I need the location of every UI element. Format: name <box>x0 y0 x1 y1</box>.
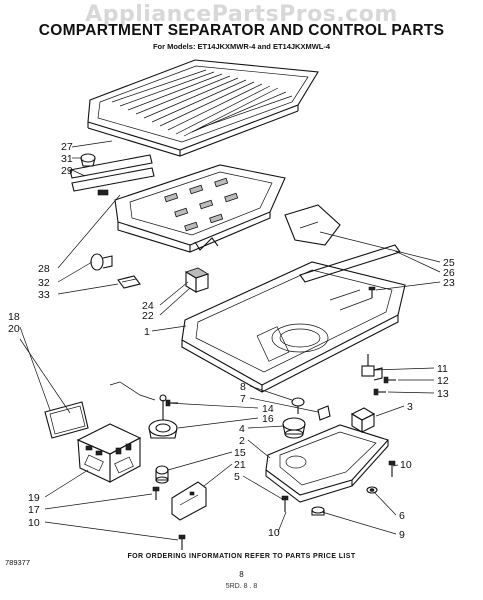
block-24 <box>185 267 209 293</box>
screw-5 <box>281 495 289 512</box>
callout-5: 5 <box>234 471 240 483</box>
strip-26 <box>299 244 401 283</box>
foot-9 <box>311 506 325 516</box>
callout-31: 31 <box>61 153 73 165</box>
callout-10-right: 10 <box>400 459 412 471</box>
screw-13 <box>373 388 386 396</box>
diagram-subtitle: For Models: ET14JKXMWR-4 and ET14JKXMWL-… <box>152 42 331 51</box>
callout-20: 20 <box>8 323 20 335</box>
callout-4: 4 <box>239 423 245 435</box>
knob-31 <box>80 153 96 167</box>
light-socket-8 <box>291 397 305 414</box>
callout-26: 26 <box>443 267 455 279</box>
knob-33 <box>117 275 141 289</box>
callout-19: 19 <box>28 492 40 504</box>
callout-22: 22 <box>142 310 154 322</box>
callout-29: 29 <box>61 165 73 177</box>
callout-1: 1 <box>144 326 150 338</box>
control-box-19 <box>76 423 142 483</box>
grommet-6 <box>366 486 378 494</box>
callout-25: 25 <box>443 257 455 269</box>
callout-27: 27 <box>61 141 73 153</box>
evaporator-cover <box>114 164 286 253</box>
knob-4 <box>282 417 306 439</box>
callout-21: 21 <box>234 459 246 471</box>
capillary-tube <box>109 381 156 401</box>
page-number: 8 <box>239 570 244 579</box>
switch-3 <box>350 407 376 433</box>
callout-32: 32 <box>38 277 50 289</box>
page-code: 5RD. 8 . 8 <box>225 583 258 590</box>
callout-2: 2 <box>239 435 245 447</box>
watermark: AppliancePartsPros.com <box>85 2 398 27</box>
control-32 <box>90 253 113 271</box>
ordering-note: FOR ORDERING INFORMATION REFER TO PARTS … <box>127 553 356 560</box>
callout-7: 7 <box>240 393 246 405</box>
callout-12: 12 <box>437 375 449 387</box>
thermostat-16 <box>148 394 178 439</box>
gasket-20 <box>44 401 89 439</box>
callout-16: 16 <box>262 413 274 425</box>
callout-10-left: 10 <box>28 517 40 529</box>
screw-10-left <box>178 534 186 550</box>
callout-15: 15 <box>234 447 246 459</box>
callout-24: 24 <box>142 300 154 312</box>
diagram-title: COMPARTMENT SEPARATOR AND CONTROL PARTS <box>38 22 445 39</box>
compartment-separator <box>181 261 406 393</box>
bracket-21 <box>171 481 207 521</box>
screw-12 <box>383 376 396 384</box>
callout-14: 14 <box>262 403 274 415</box>
clip-7 <box>317 405 331 421</box>
callout-11: 11 <box>437 363 448 375</box>
thermostat-11 <box>361 354 383 381</box>
callout-18: 18 <box>8 311 20 323</box>
callouts: 27 31 29 28 32 33 24 22 1 18 20 19 17 10… <box>8 141 455 541</box>
callout-3: 3 <box>407 401 413 413</box>
callout-9: 9 <box>399 529 405 541</box>
leader-lines <box>19 140 441 541</box>
callout-33: 33 <box>38 289 50 301</box>
document-number: 789377 <box>5 558 31 567</box>
baffle-25 <box>284 204 341 246</box>
callout-13: 13 <box>437 388 449 400</box>
callout-28: 28 <box>38 263 50 275</box>
control-housing <box>265 424 389 503</box>
screw-23 <box>368 286 376 298</box>
callout-10-bottom: 10 <box>268 527 280 539</box>
top-grill-panel <box>87 59 319 157</box>
callout-23: 23 <box>443 277 455 289</box>
callout-6: 6 <box>399 510 405 522</box>
trim-strip <box>69 154 155 196</box>
callout-8: 8 <box>240 381 246 393</box>
screw-10-right <box>388 460 396 477</box>
screw-17 <box>152 486 160 500</box>
knob-15 <box>155 465 169 484</box>
callout-17: 17 <box>28 504 40 516</box>
